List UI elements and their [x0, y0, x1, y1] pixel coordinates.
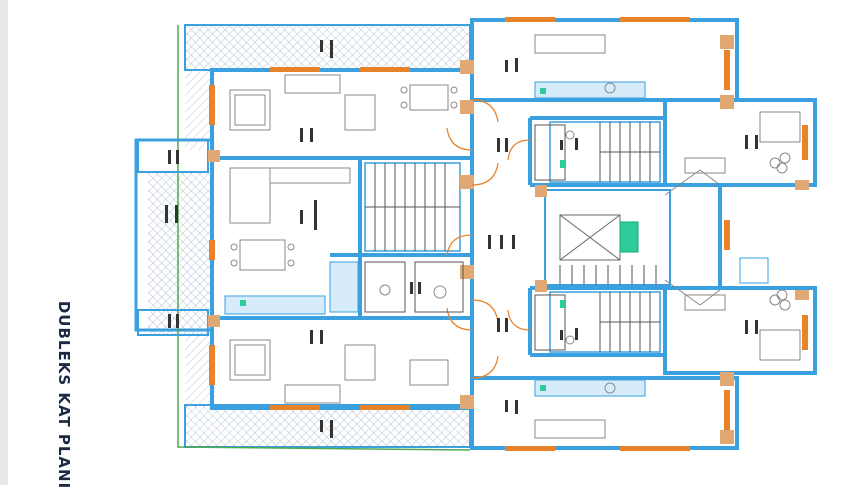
- elevator-icon: [619, 221, 639, 253]
- stair-icon: [364, 121, 661, 353]
- greenery-border: [177, 25, 471, 451]
- room-label-marks: [165, 40, 758, 438]
- toilet-icon: [379, 82, 616, 394]
- sink-icon: [240, 88, 566, 391]
- plan-title: DUBLEKS KAT PLANI: [50, 301, 78, 489]
- left-block-walls: [210, 68, 474, 410]
- left-margin-strip: [0, 0, 8, 485]
- kitchen-counter-icon: [224, 81, 646, 397]
- plan-title-text: DUBLEKS KAT PLANI: [55, 300, 73, 489]
- plant-icon: [769, 152, 791, 311]
- terrace-bottom: [184, 404, 471, 448]
- dining-table-icon: [230, 34, 606, 439]
- terrace-top: [184, 24, 471, 71]
- window-openings: [209, 17, 808, 451]
- terrace-left-side: [134, 138, 214, 334]
- structural-columns: [208, 35, 809, 444]
- bathtub-icon: [364, 124, 769, 351]
- sofa-icon: [229, 74, 801, 404]
